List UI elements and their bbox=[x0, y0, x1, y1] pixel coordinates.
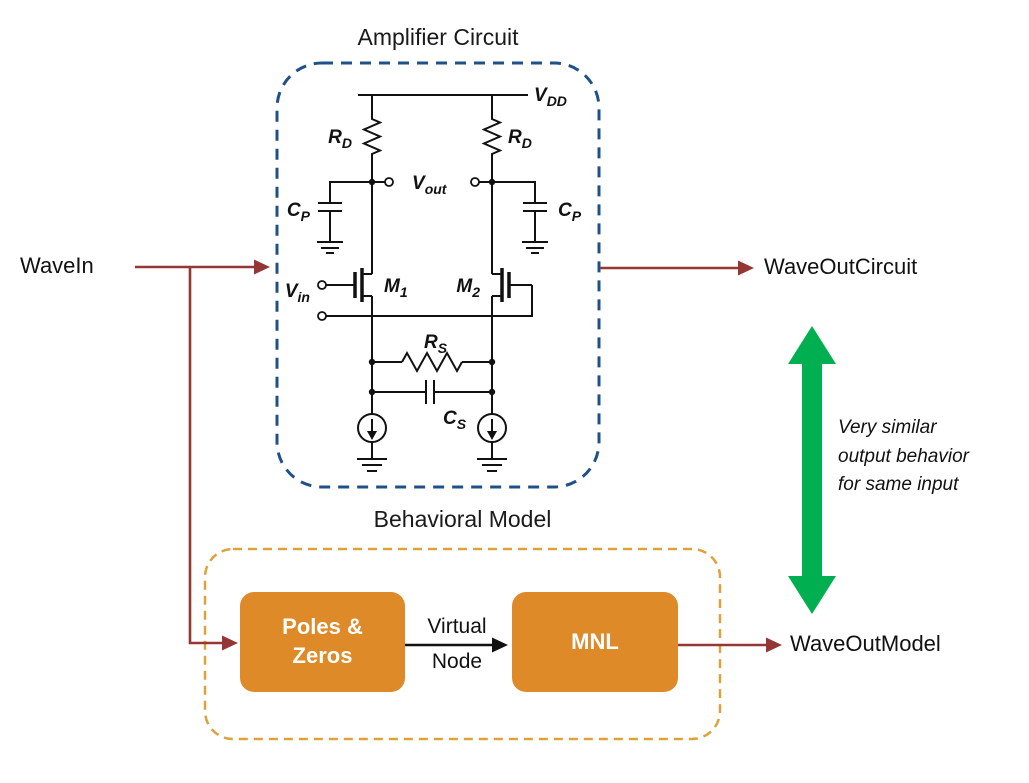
current-source-left bbox=[357, 413, 387, 472]
ground-cp-right bbox=[522, 241, 548, 254]
ground-cp-left bbox=[317, 241, 343, 254]
capacitor-cp-right bbox=[492, 181, 548, 254]
waveoutcircuit-label: WaveOutCircuit bbox=[764, 254, 918, 279]
capacitor-cs bbox=[372, 380, 492, 404]
wavein-arrow bbox=[135, 259, 270, 275]
wavein-branch-arrow bbox=[188, 267, 238, 651]
vin-terminals bbox=[317, 280, 533, 321]
mosfet-m1 bbox=[326, 268, 372, 302]
waveoutmodel-label: WaveOutModel bbox=[790, 631, 941, 656]
amplifier-circuit-title: Amplifier Circuit bbox=[357, 24, 519, 50]
junction-dots bbox=[368, 178, 496, 396]
virtual-node-label-line1: Virtual bbox=[427, 615, 487, 638]
annotation-line-2: output behavior bbox=[838, 445, 969, 467]
ground-right bbox=[477, 458, 507, 472]
poles-zeros-label-line1: Poles & bbox=[282, 614, 363, 640]
source-columns bbox=[371, 296, 493, 414]
rd-right-label: RD bbox=[508, 127, 532, 151]
poles-zeros-label-line2: Zeros bbox=[292, 643, 353, 668]
behavioral-model-title: Behavioral Model bbox=[373, 506, 552, 532]
virtual-node-arrow bbox=[405, 637, 508, 653]
vout-terminals bbox=[372, 177, 492, 187]
virtual-node-label-line2: Node bbox=[431, 650, 483, 673]
m2-label: M2 bbox=[456, 276, 480, 300]
vout-label: Vout bbox=[412, 173, 448, 197]
cs-label: CS bbox=[443, 408, 467, 432]
wavein-label: WaveIn bbox=[20, 253, 94, 278]
poles-zeros-box: Poles & Zeros bbox=[240, 592, 405, 692]
annotation-line-3: for same input bbox=[838, 474, 959, 495]
resistor-rd-left bbox=[361, 95, 383, 274]
amplifier-dashed-border bbox=[275, 61, 601, 489]
amplifier-circuit-schematic: VDD RD RD Vout CP CP Vin M1 M2 RS CS bbox=[285, 85, 582, 472]
current-source-right bbox=[477, 413, 507, 472]
cp-right-label: CP bbox=[558, 200, 582, 224]
mosfet-m2 bbox=[492, 268, 532, 302]
cp-left-label: CP bbox=[287, 200, 311, 224]
resistor-rd-right bbox=[481, 95, 503, 274]
similarity-double-arrow bbox=[788, 326, 836, 614]
rd-left-label: RD bbox=[328, 127, 352, 151]
waveoutcircuit-arrow bbox=[600, 260, 754, 276]
vin-label: Vin bbox=[285, 281, 310, 305]
rs-label: RS bbox=[424, 332, 448, 356]
ground-left bbox=[357, 458, 387, 472]
vdd-label: VDD bbox=[534, 85, 567, 109]
resistor-rs bbox=[372, 350, 492, 374]
waveoutmodel-arrow bbox=[678, 637, 782, 653]
mnl-box: MNL bbox=[512, 592, 678, 692]
mnl-label: MNL bbox=[571, 628, 619, 654]
annotation-line-1: Very similar bbox=[838, 417, 937, 438]
similarity-annotation: Very similar output behavior for same in… bbox=[838, 414, 969, 500]
m1-label: M1 bbox=[384, 276, 408, 300]
capacitor-cp-left bbox=[317, 181, 372, 254]
